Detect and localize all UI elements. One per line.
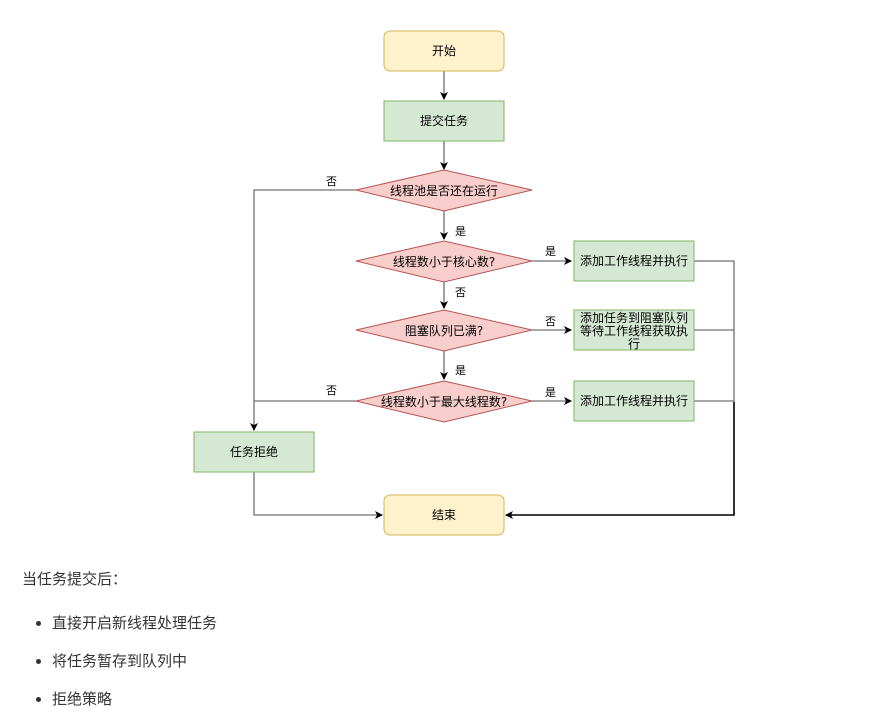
strategy-list: 直接开启新线程处理任务 将任务暂存到队列中 拒绝策略 (22, 604, 217, 718)
node-add-worker-1: 添加工作线程并执行 (573, 240, 695, 282)
list-item: 拒绝策略 (52, 680, 217, 718)
node-core-check: 线程数小于核心数? (355, 240, 533, 283)
label-queue-no: 否 (545, 315, 556, 328)
node-queue-full-label: 阻塞队列已满? (405, 323, 483, 338)
flowchart: 否 是 是 否 否 是 否 是 开始 提交任务 线程池是否还在运行 线程数小于核… (193, 30, 735, 536)
label-pool-yes: 是 (455, 225, 466, 238)
label-core-yes: 是 (545, 245, 556, 258)
node-add-worker-2-label: 添加工作线程并执行 (580, 393, 688, 408)
node-reject: 任务拒绝 (193, 431, 315, 473)
list-item: 直接开启新线程处理任务 (52, 604, 217, 642)
label-core-no: 否 (455, 286, 466, 299)
node-submit: 提交任务 (383, 100, 505, 142)
node-start-label: 开始 (432, 44, 456, 58)
label-max-yes: 是 (545, 386, 556, 399)
node-enqueue-label-2: 等待工作线程获取执 (580, 323, 688, 338)
label-max-no: 否 (326, 384, 337, 397)
intro-text: 当任务提交后： (22, 570, 128, 588)
edge-labels: 否 是 是 否 否 是 否 是 (326, 175, 556, 399)
label-queue-yes: 是 (455, 364, 466, 377)
label-pool-no: 否 (326, 175, 337, 188)
node-enqueue: 添加任务到阻塞队列 等待工作线程获取执 行 (573, 309, 695, 351)
node-add-worker-1-label: 添加工作线程并执行 (580, 253, 688, 268)
node-reject-label: 任务拒绝 (230, 444, 278, 459)
node-submit-label: 提交任务 (420, 113, 468, 128)
edges (250, 71, 735, 519)
node-pool-running: 线程池是否还在运行 (355, 169, 533, 212)
node-core-check-label: 线程数小于核心数? (393, 254, 495, 269)
edge-add1-end (694, 260, 735, 402)
node-end-label: 结束 (432, 508, 456, 522)
edge-pool-no-reject (250, 189, 356, 431)
edge-reject-end (253, 472, 383, 519)
node-queue-full: 阻塞队列已满? (355, 309, 533, 352)
node-start: 开始 (383, 30, 505, 72)
node-enqueue-label-1: 添加任务到阻塞队列 (580, 310, 688, 325)
node-enqueue-label-3: 行 (628, 337, 640, 351)
node-pool-running-label: 线程池是否还在运行 (390, 183, 498, 198)
node-max-check: 线程数小于最大线程数? (355, 380, 533, 423)
list-item: 将任务暂存到队列中 (52, 642, 217, 680)
node-max-check-label: 线程数小于最大线程数? (381, 394, 507, 409)
node-add-worker-2: 添加工作线程并执行 (573, 380, 695, 422)
edge-merge-end (505, 402, 735, 519)
node-end: 结束 (383, 494, 505, 536)
